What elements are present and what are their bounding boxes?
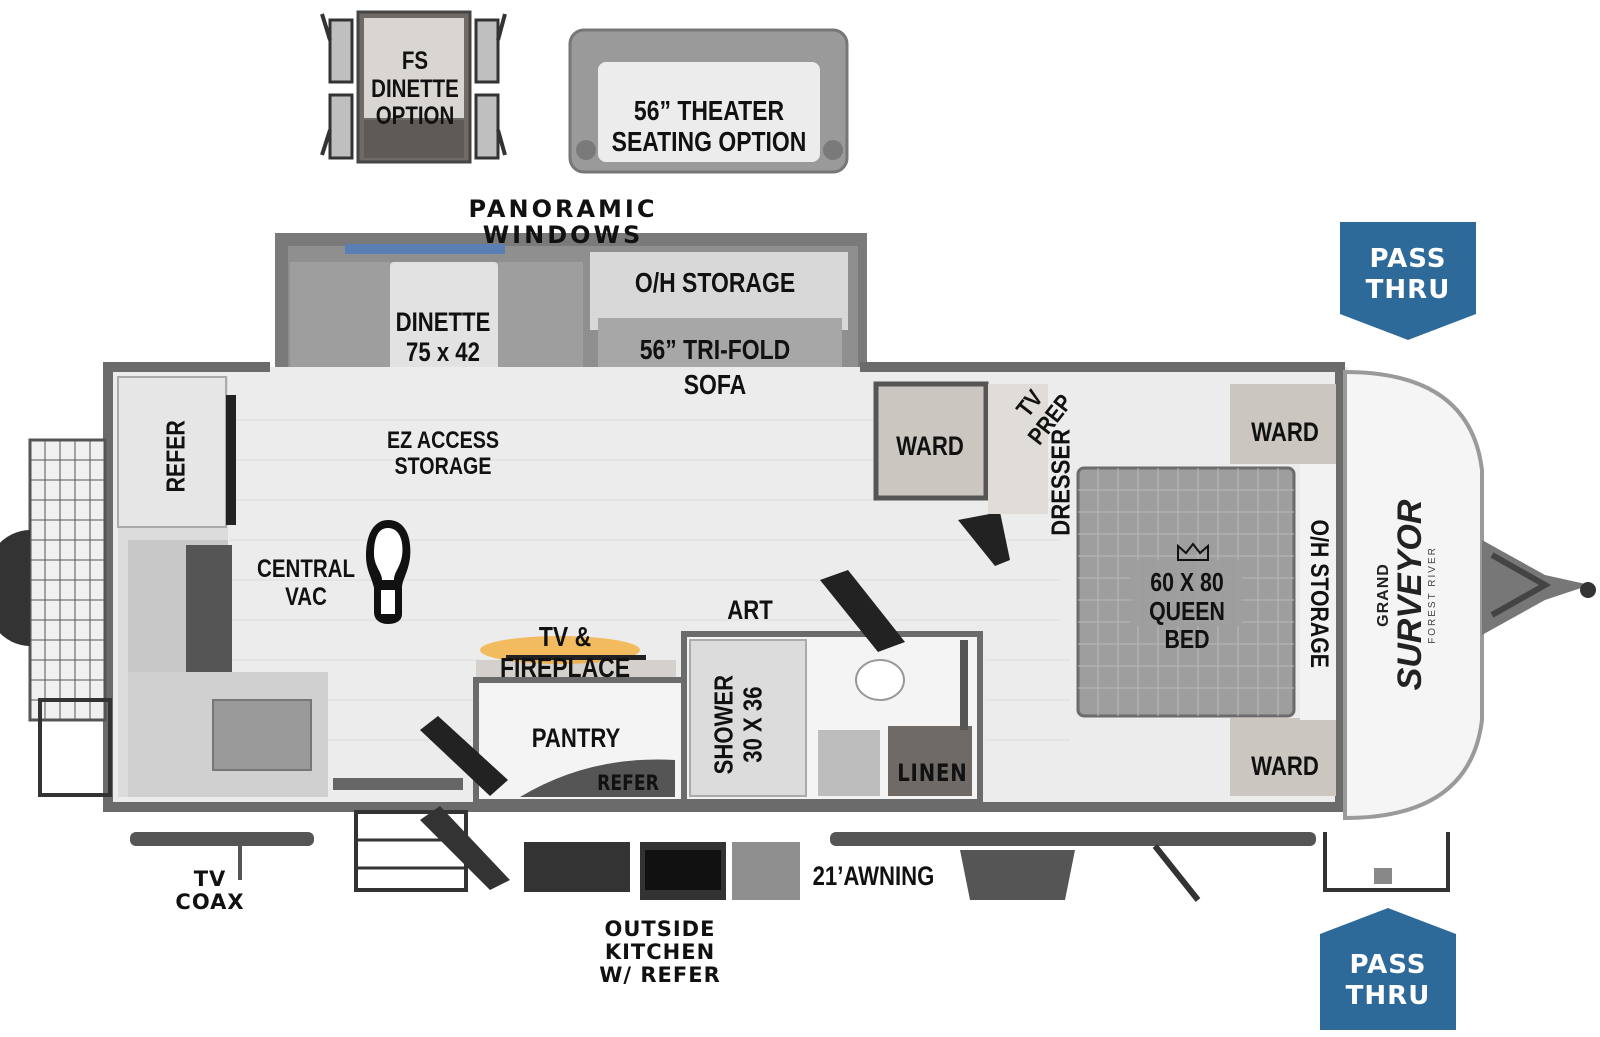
theater-seating-option-drawing	[568, 28, 849, 174]
pass-thru-top-label: PASS THRU	[1365, 244, 1451, 306]
linen-label: LINEN	[897, 759, 968, 787]
ward-mid-label: WARD	[896, 431, 964, 461]
tri-fold-sofa-label: 56” TRI-FOLD SOFA	[639, 334, 791, 400]
theater-seating-option-label: 56” THEATER SEATING OPTION	[611, 95, 807, 157]
tv-fireplace-label: TV & FIREPLACE	[499, 621, 631, 683]
boot-print-icon	[366, 520, 411, 624]
dresser-label: DRESSER	[1045, 428, 1076, 536]
pass-thru-bottom-badge: PASS THRU	[1320, 908, 1456, 1030]
ward-bottom-right-label: WARD	[1251, 751, 1319, 781]
awning-label: 21’AWNING	[812, 861, 935, 891]
art-label: ART	[727, 595, 773, 625]
brand-logo: GRAND SURVEYOR FOREST RIVER	[1375, 485, 1445, 705]
central-vac-label: CENTRAL VAC	[257, 555, 355, 611]
panoramic-windows-label: PANORAMIC WINDOWS	[468, 195, 658, 250]
pantry-label: PANTRY	[531, 723, 621, 753]
fs-dinette-option-drawing	[320, 10, 507, 164]
outside-kitchen-label: OUTSIDE KITCHEN W/ REFER	[599, 917, 721, 988]
crown-icon	[1177, 542, 1209, 561]
oh-storage-right-label: O/H STORAGE	[1304, 519, 1333, 668]
fs-dinette-option-label: FS DINETTE OPTION	[371, 47, 459, 130]
queen-bed-label: 60 X 80 QUEEN BED	[1149, 567, 1225, 655]
pass-thru-bottom-label: PASS THRU	[1345, 950, 1431, 1012]
dinette-label: DINETTE 75 x 42	[395, 307, 491, 367]
pass-thru-bottom-shape	[1320, 908, 1456, 1030]
tv-coax-label: TV COAX	[175, 867, 245, 915]
oh-storage-top-label: O/H STORAGE	[634, 267, 796, 298]
pass-thru-top-badge: PASS THRU	[1340, 222, 1476, 340]
shower-label: SHOWER 30 X 36	[708, 674, 767, 775]
ward-top-right-label: WARD	[1251, 417, 1319, 447]
refer-left-label: REFER	[160, 420, 191, 493]
brand-logo-line2: SURVEYOR	[1391, 499, 1429, 691]
ez-access-storage-label: EZ ACCESS STORAGE	[387, 427, 499, 481]
pass-thru-top-shape	[1340, 222, 1476, 340]
refer-pantry-label: REFER	[597, 771, 659, 795]
